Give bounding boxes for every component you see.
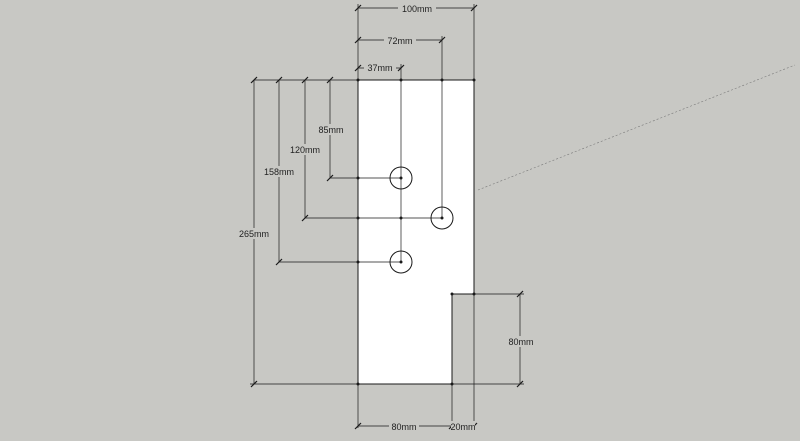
dimension-ticks	[250, 4, 524, 430]
vertex-dots	[356, 78, 476, 386]
construction-lines	[279, 80, 443, 263]
dim-label-width-total: 100mm	[402, 4, 432, 14]
dim-label-bottom-width: 80mm	[391, 422, 416, 432]
guide-line	[477, 64, 796, 191]
hole-3[interactable]	[389, 250, 413, 274]
dim-label-notch-width: 20mm	[450, 422, 475, 432]
dim-label-hole-y-2: 120mm	[290, 145, 320, 155]
hole-1[interactable]	[389, 166, 413, 190]
dim-label-height-total: 265mm	[239, 229, 269, 239]
dim-label-hole-x-3: 72mm	[387, 36, 412, 46]
bracket-plate[interactable]	[357, 79, 475, 385]
dim-label-hole-y-1: 85mm	[318, 125, 343, 135]
dim-label-hole-y-3: 158mm	[264, 167, 294, 177]
dim-label-notch-height: 80mm	[508, 337, 533, 347]
dim-label-hole-x-1: 37mm	[367, 63, 392, 73]
hole-2[interactable]	[430, 206, 454, 230]
